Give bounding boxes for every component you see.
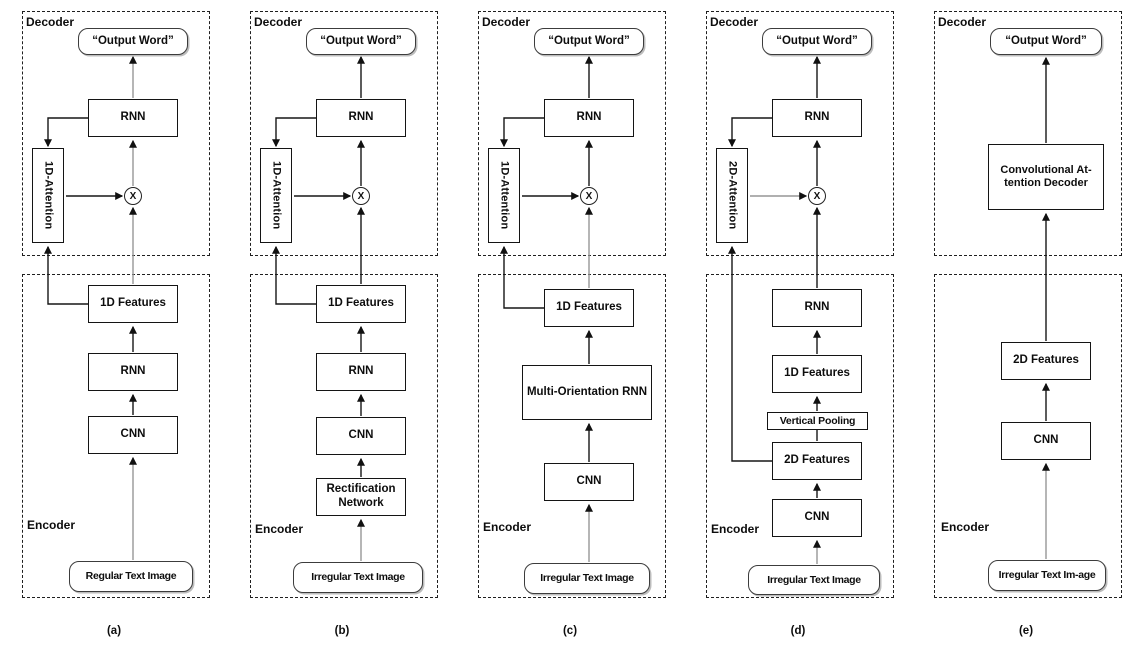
- output-word-node: “Output Word”: [78, 28, 188, 55]
- connector-lines: [728, 55, 821, 564]
- encoder-rnn-node: RNN: [316, 353, 406, 391]
- features-1d-node: 1D Features: [544, 289, 634, 327]
- decoder-region-box: [478, 11, 666, 256]
- panel-d: Decoder “Output Word” RNN 2D-Attention X…: [684, 0, 912, 656]
- attention-node: 1D-Attention: [260, 148, 292, 243]
- features-2d-node: 2D Features: [772, 442, 862, 480]
- multiply-node: X: [124, 187, 142, 205]
- panel-caption: (e): [1018, 625, 1034, 637]
- panel-a: Decoder “Output Word” RNN 1D-Attention X…: [0, 0, 228, 656]
- output-word-node: “Output Word”: [762, 28, 872, 55]
- connector-lines: [272, 55, 365, 561]
- convolutional-attention-decoder-node: Convolutional At-tention Decoder: [988, 144, 1104, 210]
- attention-label: 1D-Attention: [270, 161, 283, 230]
- connector-lines: [500, 55, 593, 562]
- decoder-region-box: [22, 11, 210, 256]
- encoder-label: Encoder: [941, 520, 990, 534]
- encoder-region-box: [934, 274, 1122, 598]
- cnn-node: CNN: [544, 463, 634, 501]
- panel-c: Decoder “Output Word” RNN 1D-Attention X…: [456, 0, 684, 656]
- encoder-region-box: [706, 274, 894, 598]
- vertical-pooling-node: Vertical Pooling: [767, 412, 868, 430]
- encoder-label: Encoder: [711, 522, 760, 536]
- input-image-node: Irregular Text Im-age: [988, 560, 1106, 591]
- features-1d-node: 1D Features: [316, 285, 406, 323]
- panel-e: Decoder “Output Word” Convolutional At-t…: [912, 0, 1140, 656]
- decoder-rnn-node: RNN: [88, 99, 178, 137]
- encoder-label: Encoder: [483, 520, 532, 534]
- input-image-node: Irregular Text Image: [748, 565, 880, 595]
- output-word-node: “Output Word”: [990, 28, 1102, 55]
- features-2d-node: 2D Features: [1001, 342, 1091, 380]
- decoder-label: Decoder: [254, 15, 303, 29]
- input-image-node: Irregular Text Image: [293, 562, 423, 593]
- panel-b: Decoder “Output Word” RNN 1D-Attention X…: [228, 0, 456, 656]
- connector-lines: [44, 55, 137, 560]
- input-image-node: Regular Text Image: [69, 561, 193, 592]
- encoder-label: Encoder: [27, 518, 76, 532]
- decoder-region-box: [934, 11, 1122, 256]
- multiply-node: X: [808, 187, 826, 205]
- connector-lines: [1042, 56, 1050, 559]
- encoder-rnn-node: RNN: [88, 353, 178, 391]
- multiply-node: X: [580, 187, 598, 205]
- output-word-node: “Output Word”: [306, 28, 416, 55]
- cnn-node: CNN: [772, 499, 862, 537]
- encoder-region-box: [250, 274, 438, 598]
- decoder-region-box: [706, 11, 894, 256]
- decoder-label: Decoder: [710, 15, 759, 29]
- rectification-network-node: Rectification Network: [316, 478, 406, 516]
- features-1d-node: 1D Features: [772, 355, 862, 393]
- encoder-region-box: [22, 274, 210, 598]
- decoder-label: Decoder: [26, 15, 75, 29]
- multi-orientation-rnn-node: Multi-Orientation RNN: [522, 365, 652, 420]
- panel-caption: (a): [106, 625, 122, 637]
- cnn-node: CNN: [1001, 422, 1091, 460]
- features-1d-node: 1D Features: [88, 285, 178, 323]
- panel-caption: (b): [334, 625, 350, 637]
- decoder-region-box: [250, 11, 438, 256]
- attention-label: 2D-Attention: [726, 161, 739, 230]
- attention-node: 1D-Attention: [32, 148, 64, 243]
- attention-label: 1D-Attention: [498, 161, 511, 230]
- decoder-rnn-node: RNN: [316, 99, 406, 137]
- cnn-node: CNN: [316, 417, 406, 455]
- decoder-label: Decoder: [482, 15, 531, 29]
- attention-node: 1D-Attention: [488, 148, 520, 243]
- encoder-region-box: [478, 274, 666, 598]
- decoder-rnn-node: RNN: [544, 99, 634, 137]
- encoder-label: Encoder: [255, 522, 304, 536]
- input-image-node: Irregular Text Image: [524, 563, 650, 594]
- panel-caption: (d): [790, 625, 806, 637]
- encoder-rnn-node: RNN: [772, 289, 862, 327]
- panel-caption: (c): [562, 625, 578, 637]
- cnn-node: CNN: [88, 416, 178, 454]
- output-word-node: “Output Word”: [534, 28, 644, 55]
- multiply-node: X: [352, 187, 370, 205]
- decoder-label: Decoder: [938, 15, 987, 29]
- attention-node: 2D-Attention: [716, 148, 748, 243]
- attention-label: 1D-Attention: [42, 161, 55, 230]
- decoder-rnn-node: RNN: [772, 99, 862, 137]
